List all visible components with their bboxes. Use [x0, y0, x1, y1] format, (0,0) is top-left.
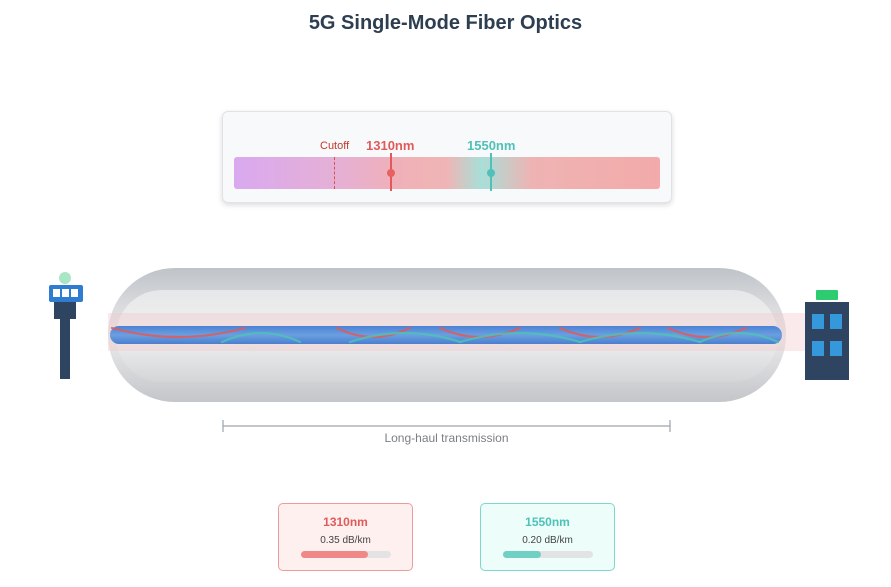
fiber-core [110, 326, 782, 344]
marker-1550-dot [487, 169, 495, 177]
building-body [805, 302, 849, 380]
marker-1550-label: 1550nm [467, 138, 516, 153]
signal-wave-1550 [348, 331, 462, 344]
attenuation-card-1310: 1310nm 0.35 dB/km [278, 503, 413, 571]
marker-1310-dot [387, 169, 395, 177]
building-window [830, 314, 842, 329]
card-1310-loss-track [301, 551, 391, 558]
tower-pole [60, 319, 70, 379]
light-signal-waves [110, 326, 780, 344]
card-1310-wavelength: 1310nm [323, 515, 368, 529]
cutoff-marker-line [334, 157, 335, 189]
card-1550-attenuation: 0.20 dB/km [522, 535, 573, 546]
wavelength-spectrum-panel: Cutoff 1310nm 1550nm [222, 111, 672, 203]
transmission-span-axis [222, 420, 671, 432]
signal-wave-1550 [458, 331, 582, 344]
tower-neck [54, 302, 76, 319]
page-title: 5G Single-Mode Fiber Optics [308, 12, 583, 34]
signal-wave-1310 [110, 326, 247, 339]
card-1310-loss-fill [301, 551, 369, 558]
tower-panel [71, 289, 78, 297]
building-rooftop-unit [816, 290, 838, 300]
signal-wave-1550 [698, 331, 780, 344]
building-window [812, 314, 824, 329]
cell-tower-icon [49, 272, 83, 379]
signal-wave-1550 [220, 331, 302, 344]
card-1550-loss-fill [503, 551, 542, 558]
marker-1310-label: 1310nm [366, 138, 415, 153]
card-1550-wavelength: 1550nm [525, 515, 570, 529]
signal-wave-1550 [578, 331, 702, 344]
card-1310-attenuation: 0.35 dB/km [320, 535, 371, 546]
signal-wave-1310 [666, 326, 748, 339]
span-label: Long-haul transmission [384, 431, 509, 445]
office-building-icon [805, 290, 849, 380]
fiber-cable-diagram [108, 268, 808, 402]
spectrum-gradient-bar [234, 153, 660, 191]
attenuation-card-1550: 1550nm 0.20 dB/km [480, 503, 615, 571]
tower-signal-light [59, 272, 71, 284]
tower-panel [62, 289, 69, 297]
card-1550-loss-track [503, 551, 593, 558]
cutoff-label: Cutoff [320, 140, 350, 152]
building-window [830, 341, 842, 356]
tower-panel [53, 289, 60, 297]
building-window [812, 341, 824, 356]
